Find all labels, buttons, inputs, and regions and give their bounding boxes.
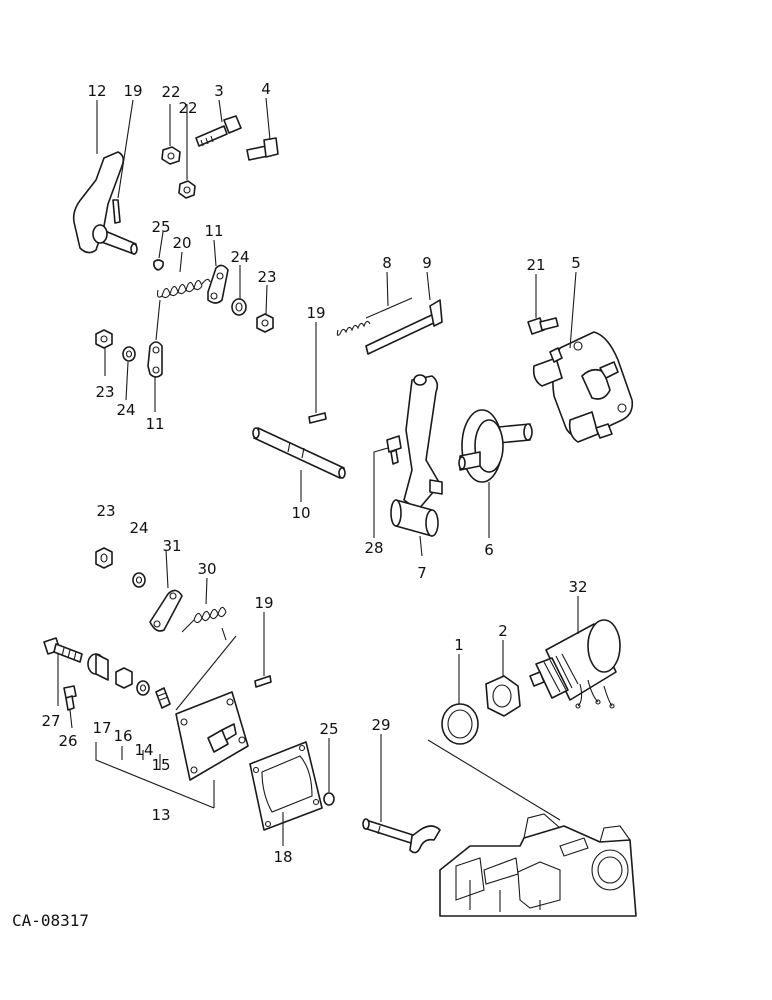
- plate-part-6: [458, 409, 533, 483]
- callout-31: 31: [162, 537, 181, 555]
- callout-28: 28: [364, 539, 383, 557]
- callout-11-top: 11: [204, 222, 223, 240]
- pin-part-19-top: [112, 199, 121, 224]
- callout-14: 14: [134, 741, 153, 759]
- spring-part-30: [181, 606, 227, 641]
- lever-arm-part-12: [72, 151, 138, 255]
- callout-6: 6: [484, 541, 494, 559]
- screw-part-28: [386, 435, 402, 465]
- callout-10: 10: [291, 504, 310, 522]
- callout-leaders: [57, 97, 579, 846]
- callout-16: 16: [113, 727, 132, 745]
- pin-part-19-mid: [308, 412, 327, 424]
- washer-part-14: [136, 680, 150, 696]
- shaft-part-29: [362, 818, 441, 854]
- bolt-part-27: [43, 637, 83, 663]
- callout-18: 18: [273, 848, 292, 866]
- engine-block: [439, 813, 637, 917]
- callout-24-lower: 24: [129, 519, 148, 537]
- washer-part-25-low: [323, 792, 335, 806]
- callout-22-left: 22: [161, 83, 180, 101]
- link-part-11-left: [147, 341, 163, 378]
- callout-29: 29: [371, 716, 390, 734]
- bar-part-9: [365, 299, 443, 355]
- callout-4: 4: [261, 80, 271, 98]
- pin-part-19-low: [254, 675, 272, 688]
- drawing-code: CA-08317: [12, 911, 89, 930]
- callout-3: 3: [214, 82, 224, 100]
- callout-19-top: 19: [123, 82, 142, 100]
- bolt-part-26: [63, 685, 77, 711]
- callout-2: 2: [498, 622, 508, 640]
- callout-19-low: 19: [254, 594, 273, 612]
- callout-7: 7: [417, 564, 427, 582]
- link-part-11-top: [207, 264, 229, 304]
- callout-17: 17: [92, 719, 111, 737]
- nut-part-16: [115, 667, 133, 689]
- callout-24-top: 24: [230, 248, 249, 266]
- callout-23-top: 23: [257, 268, 276, 286]
- callout-23-lower: 23: [96, 502, 115, 520]
- lever-part-7: [390, 374, 443, 537]
- callout-13: 13: [151, 806, 170, 824]
- leader-bracket-13: [95, 742, 215, 809]
- cover-part-13: [175, 691, 249, 781]
- seal-part-1: [441, 703, 479, 745]
- callout-20: 20: [172, 234, 191, 252]
- spring-part-20: [156, 278, 211, 299]
- nut-part-23-lower: [95, 547, 113, 569]
- leader-spring-to-cover: [175, 635, 237, 711]
- lockwasher-part-24-left: [122, 346, 136, 362]
- screw-part-15: [155, 687, 171, 709]
- callout-27: 27: [41, 712, 60, 730]
- callout-1: 1: [454, 636, 464, 654]
- callout-32: 32: [568, 578, 587, 596]
- link-part-31: [149, 589, 183, 632]
- nut-part-22a: [161, 146, 181, 165]
- shaft-part-10: [252, 427, 346, 479]
- callout-25-top: 25: [151, 218, 170, 236]
- callout-5: 5: [571, 254, 581, 272]
- callout-labels: 12 19 22 22 3 4 25 20 11 24 23 23 24 11 …: [41, 80, 587, 866]
- callout-11-left: 11: [145, 415, 164, 433]
- nut-part-2: [485, 675, 521, 717]
- bolt-part-21: [527, 317, 559, 335]
- rod-part-8: [336, 297, 413, 336]
- callout-22-right: 22: [178, 99, 197, 117]
- callout-24-left: 24: [116, 401, 135, 419]
- callout-30: 30: [197, 560, 216, 578]
- callout-25-low: 25: [319, 720, 338, 738]
- bolt-part-3: [195, 115, 242, 147]
- callout-21: 21: [526, 256, 545, 274]
- callout-26: 26: [58, 732, 77, 750]
- leader-seal-to-engine: [427, 739, 561, 821]
- gasket-part-18: [249, 741, 323, 831]
- nut-part-22b: [178, 180, 196, 199]
- lockwasher-part-24-top: [231, 298, 247, 316]
- cap-part-17: [87, 653, 109, 681]
- callout-9: 9: [422, 254, 432, 272]
- screw-part-4: [246, 137, 279, 161]
- callout-12: 12: [87, 82, 106, 100]
- nut-part-23-left: [95, 329, 113, 349]
- lockwasher-part-24-lower: [132, 572, 146, 588]
- solenoid-part-32: [529, 619, 621, 709]
- clip-part-25-top: [153, 259, 164, 271]
- callout-15: 15: [151, 756, 170, 774]
- leader-spring-to-link: [155, 299, 161, 341]
- callout-8: 8: [382, 254, 392, 272]
- callout-19-mid: 19: [306, 304, 325, 322]
- callout-23-left: 23: [95, 383, 114, 401]
- nut-part-23-top: [256, 313, 274, 333]
- housing-part-5: [532, 331, 634, 443]
